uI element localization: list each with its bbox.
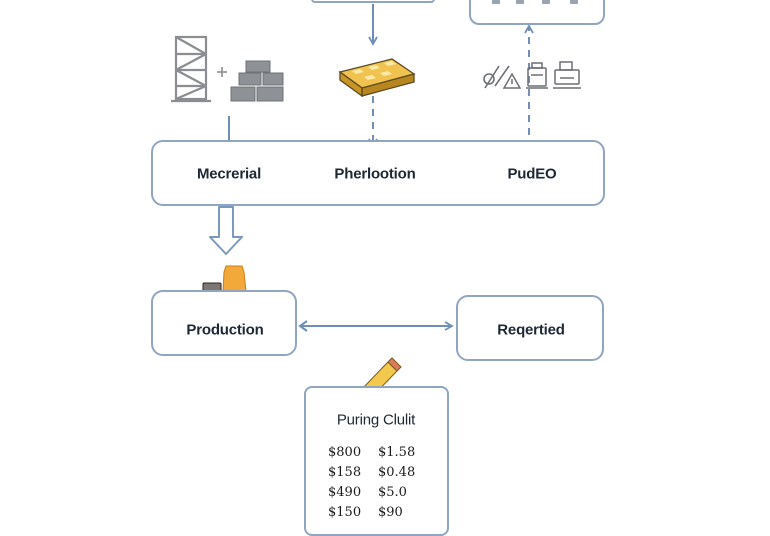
price-cell: $1.58 [378, 445, 416, 460]
flow-step-2: Pherlootion [334, 165, 416, 183]
gold-bars-icon [338, 58, 416, 98]
broken-pipe-icon [483, 65, 510, 89]
price-cell: $150 [328, 505, 362, 520]
double-arrow-left-head [298, 320, 308, 332]
price-cell: $90 [378, 505, 403, 520]
pricing-title: Puring Clulit [336, 411, 416, 429]
top-right-box-dots [492, 0, 578, 4]
production-box [151, 290, 297, 356]
reported-label: Reqertied [497, 321, 565, 339]
top-center-partial-box [311, 0, 435, 3]
price-cell: $0.48 [378, 465, 416, 480]
price-cell: $158 [328, 465, 362, 480]
machine-icon [526, 62, 548, 89]
hollow-down-arrow [209, 206, 243, 255]
price-cell: $5.0 [378, 485, 407, 500]
reported-box [456, 295, 604, 361]
flow-box [151, 140, 605, 206]
pricing-box [304, 386, 449, 536]
flow-step-3: PudEO [507, 165, 557, 183]
scaffold-icon [171, 35, 211, 103]
top-right-partial-box [469, 0, 605, 25]
flow-step-1: Mecrerial [196, 165, 262, 183]
printer-icon [553, 61, 581, 89]
plus-icon [217, 67, 227, 77]
flow-diagram: $ Mecrerial Pherlootion PudEO Production… [151, 0, 605, 536]
brick-stack-icon [230, 60, 284, 102]
production-label: Production [186, 321, 264, 339]
warning-icon [502, 72, 522, 89]
price-cell: $800 [328, 445, 362, 460]
price-cell: $490 [328, 485, 362, 500]
